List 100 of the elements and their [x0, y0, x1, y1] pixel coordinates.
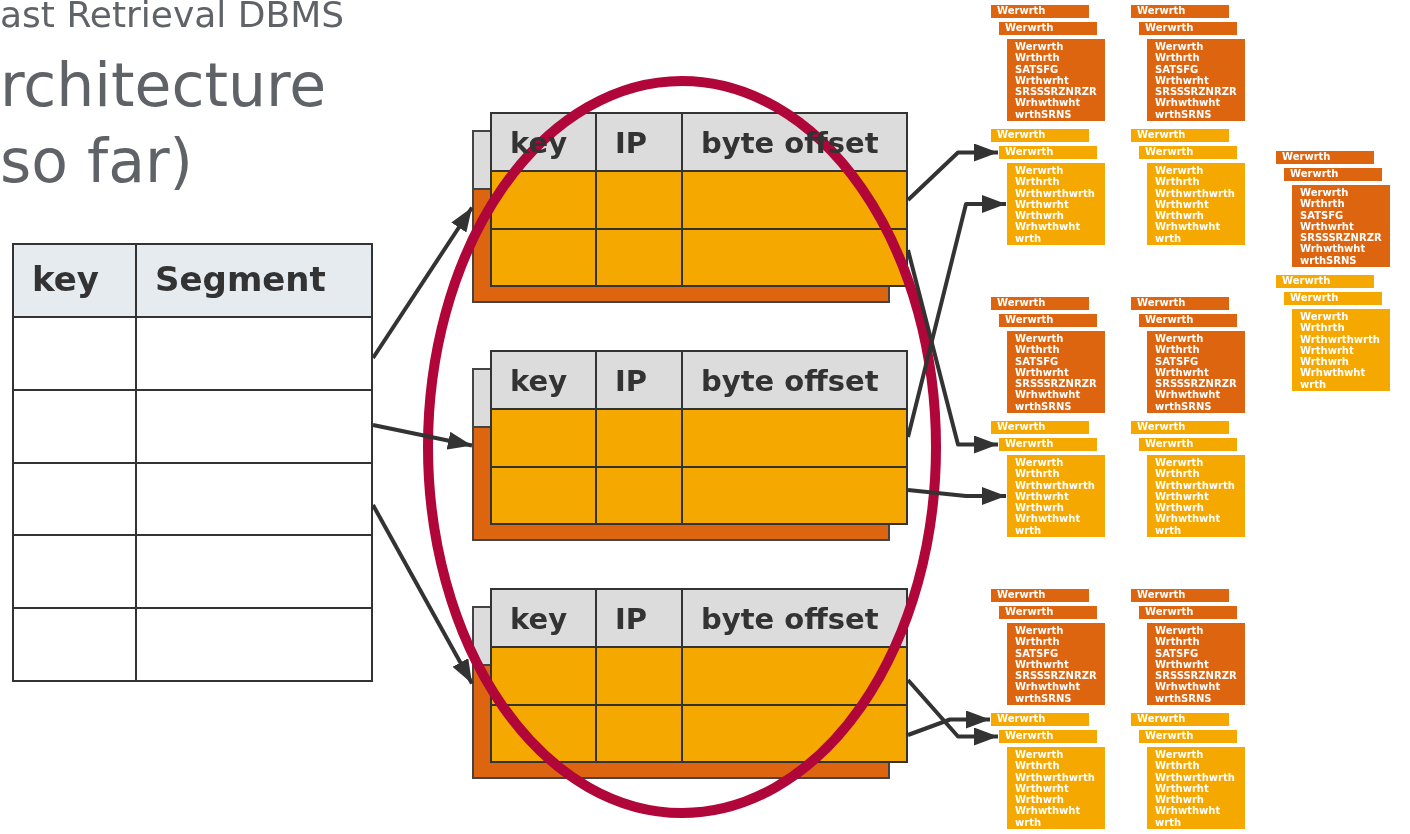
- card-tab: [1138, 21, 1238, 36]
- document-card: [1146, 38, 1246, 122]
- document-card: [1006, 454, 1106, 538]
- card-text: Werwrth: [1282, 151, 1331, 163]
- card-text: Werwrth: [997, 5, 1046, 17]
- card-text: Werwrth: [1005, 146, 1054, 158]
- card-tab: [1283, 167, 1383, 182]
- card-tab: [1130, 296, 1230, 311]
- document-card: [1291, 308, 1391, 392]
- card-tab: [998, 21, 1098, 36]
- card-tab: [1130, 588, 1230, 603]
- card-text: Werwrth: [1145, 438, 1194, 450]
- card-text: Werwrth Wrthrth SATSFG Wrthwrht SRSSSRZNRZR Wrhwthwht wrthSRNS: [1155, 41, 1237, 121]
- card-tab: [1130, 4, 1230, 19]
- card-text: Werwrth Wrthrth SATSFG Wrthwrht SRSSSRZNRZR Wrhwthwht wrthSRNS: [1300, 187, 1382, 267]
- card-tab: [1138, 729, 1238, 744]
- card-text: Werwrth: [1005, 438, 1054, 450]
- card-tab: [1138, 313, 1238, 328]
- document-card: [1146, 746, 1246, 830]
- document-card: [1006, 330, 1106, 414]
- arrow: [372, 423, 473, 450]
- arrow: [907, 487, 1006, 505]
- card-text: Werwrth Wrthrth SATSFG Wrthwrht SRSSSRZNRZR Wrhwthwht wrthSRNS: [1015, 41, 1097, 121]
- card-text: Werwrth: [1137, 713, 1186, 725]
- card-text: Werwrth: [1005, 606, 1054, 618]
- card-tab: [990, 4, 1090, 19]
- card-text: Werwrth Wrthrth SATSFG Wrthwrht SRSSSRZNRZR Wrhwthwht wrthSRNS: [1155, 333, 1237, 413]
- card-text: Werwrth: [1145, 314, 1194, 326]
- arrow: [906, 195, 1006, 438]
- column-header: byte offset: [701, 601, 879, 638]
- card-tab: [1275, 150, 1375, 165]
- card-text: Werwrth: [997, 589, 1046, 601]
- document-card: [1146, 330, 1246, 414]
- card-text: Werwrth: [1290, 168, 1339, 180]
- card-text: Werwrth: [1005, 314, 1054, 326]
- card-text: Werwrth Wrthrth Wrthwrthwrth Wrthwrht Wrthwrh Wrhwthwht wrth: [1015, 165, 1095, 245]
- card-text: Werwrth: [1282, 275, 1331, 287]
- table: [472, 588, 908, 779]
- card-text: Werwrth: [1137, 589, 1186, 601]
- card-text: Werwrth Wrthrth Wrthwrthwrth Wrthwrht Wrthwrh Wrhwthwht wrth: [1300, 311, 1380, 391]
- card-text: Werwrth: [1005, 730, 1054, 742]
- card-text: Werwrth Wrthrth SATSFG Wrthwrht SRSSSRZNRZR Wrhwthwht wrthSRNS: [1155, 625, 1237, 705]
- card-text: Werwrth: [1137, 421, 1186, 433]
- card-tab: [1138, 605, 1238, 620]
- card-text: Werwrth: [997, 713, 1046, 725]
- card-tab: [1275, 274, 1375, 289]
- card-tab: [1130, 712, 1230, 727]
- card-tab: [990, 588, 1090, 603]
- card-text: Werwrth Wrthrth Wrthwrthwrth Wrthwrht Wrthwrh Wrhwthwht wrth: [1155, 165, 1235, 245]
- card-tab: [998, 605, 1098, 620]
- document-card: [1006, 746, 1106, 830]
- card-tab: [990, 420, 1090, 435]
- document-card: [1006, 162, 1106, 246]
- card-tab: [990, 296, 1090, 311]
- card-text: Werwrth Wrthrth Wrthwrthwrth Wrthwrht Wrthwrh Wrhwthwht wrth: [1015, 457, 1095, 537]
- card-text: Werwrth Wrthrth SATSFG Wrthwrht SRSSSRZNRZR Wrhwthwht wrthSRNS: [1015, 333, 1097, 413]
- card-text: Werwrth: [997, 297, 1046, 309]
- document-card: [1146, 622, 1246, 706]
- card-text: Werwrth: [1145, 22, 1194, 34]
- document-card: [1146, 162, 1246, 246]
- card-text: Werwrth: [1145, 730, 1194, 742]
- card-tab: [998, 313, 1098, 328]
- card-tab: [1130, 420, 1230, 435]
- card-tab: [990, 712, 1090, 727]
- column-header: key: [32, 258, 99, 301]
- column-header: IP: [615, 363, 648, 400]
- table: [472, 350, 908, 541]
- card-text: Werwrth Wrthrth SATSFG Wrthwrht SRSSSRZNRZR Wrhwthwht wrthSRNS: [1015, 625, 1097, 705]
- card-text: Werwrth: [997, 421, 1046, 433]
- card-tab: [1130, 128, 1230, 143]
- arrow: [371, 206, 474, 360]
- card-text: Werwrth: [1137, 129, 1186, 141]
- arrow: [907, 710, 990, 737]
- card-text: Werwrth Wrthrth Wrthwrthwrth Wrthwrht Wrthwrh Wrhwthwht wrth: [1155, 457, 1235, 537]
- column-header: IP: [615, 601, 648, 638]
- arrow: [906, 249, 998, 454]
- arrow: [371, 504, 474, 685]
- table: [472, 112, 908, 303]
- card-tab: [990, 128, 1090, 143]
- document-card: [1006, 622, 1106, 706]
- column-header: IP: [615, 125, 648, 162]
- column-header: byte offset: [701, 363, 879, 400]
- card-text: Werwrth: [1137, 297, 1186, 309]
- document-card: [1006, 38, 1106, 122]
- table: [12, 243, 373, 680]
- card-tab: [1138, 437, 1238, 452]
- card-text: Werwrth Wrthrth Wrthwrthwrth Wrthwrht Wrthwrh Wrhwthwht wrth: [1015, 749, 1095, 829]
- document-card: [1146, 454, 1246, 538]
- card-tab: [998, 729, 1098, 744]
- card-text: Werwrth: [997, 129, 1046, 141]
- subtitle: ast Retrieval DBMS: [0, 0, 345, 37]
- arrow: [906, 678, 998, 746]
- title: rchitecture so far): [0, 49, 328, 198]
- card-text: Werwrth: [1137, 5, 1186, 17]
- card-text: Werwrth Wrthrth Wrthwrthwrth Wrthwrht Wrthwrh Wrhwthwht wrth: [1155, 749, 1235, 829]
- card-tab: [998, 145, 1098, 160]
- card-tab: [1283, 291, 1383, 306]
- column-header: key: [510, 363, 568, 400]
- card-text: Werwrth: [1145, 146, 1194, 158]
- column-header: Segment: [155, 258, 326, 301]
